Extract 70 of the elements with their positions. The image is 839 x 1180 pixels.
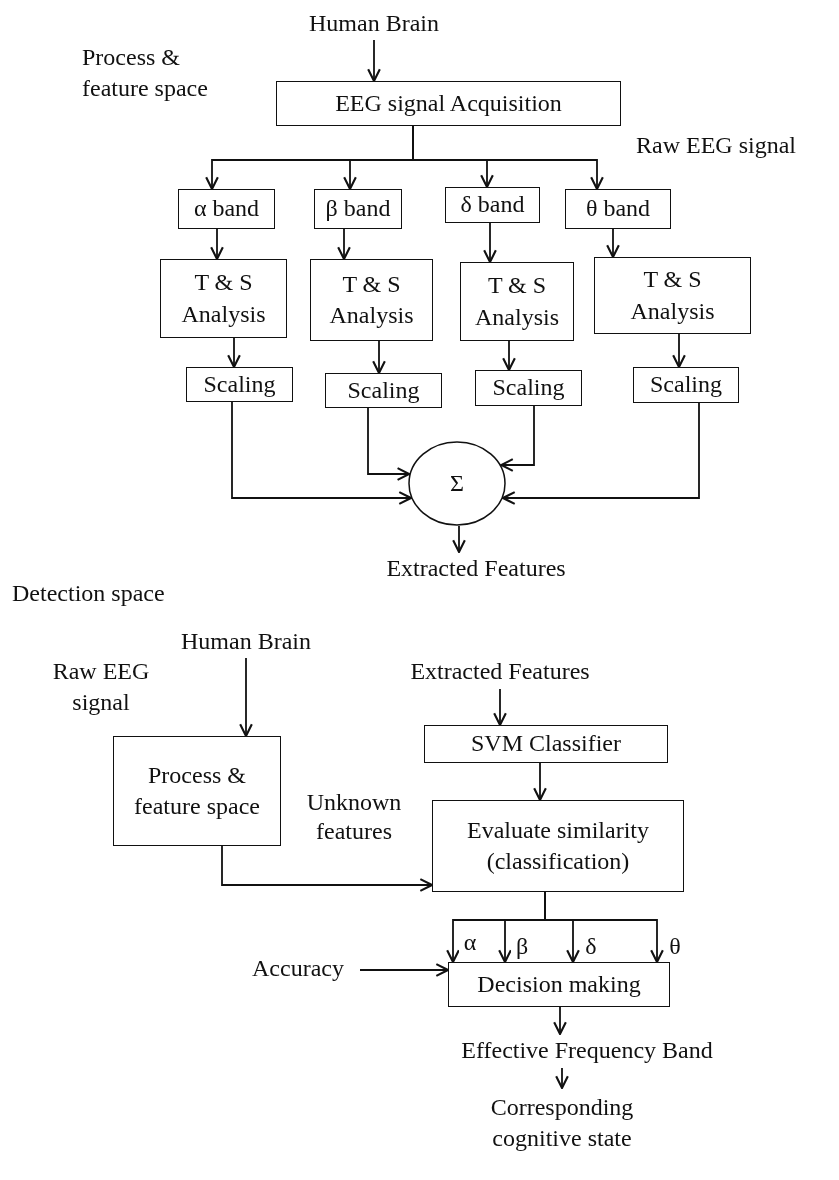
box-label: T & S Analysis — [629, 265, 716, 326]
arrow — [672, 333, 686, 369]
arrow — [502, 340, 516, 372]
process-box — [178, 189, 275, 229]
box-label: Scaling — [650, 370, 722, 400]
box-label: β band — [325, 194, 391, 224]
process-box — [475, 370, 582, 406]
process-box — [310, 259, 433, 341]
process-box — [594, 257, 751, 334]
annotation-text: Process & feature space — [82, 43, 209, 104]
arrow — [533, 762, 547, 802]
box-label: Process & feature space — [133, 760, 261, 821]
arrow — [412, 125, 604, 191]
arrow — [544, 891, 664, 964]
node-text: Corresponding cognitive state — [480, 1088, 644, 1158]
box-label: α band — [193, 194, 260, 224]
arrow — [502, 402, 700, 505]
node-text: Human Brain — [160, 626, 332, 658]
arrow — [452, 525, 466, 554]
annotation-text: Detection space — [12, 579, 166, 608]
box-label: T & S Analysis — [180, 268, 267, 329]
arrow — [367, 407, 411, 481]
box-label: Scaling — [492, 373, 565, 403]
process-box — [113, 736, 281, 846]
box-label: θ band — [585, 194, 651, 224]
box-label: Evaluate similarity (classification) — [466, 815, 650, 876]
arrow — [359, 963, 450, 977]
annotation-text: Raw EEG signal — [636, 131, 797, 160]
arrow — [483, 222, 497, 264]
node-text: Effective Frequency Band — [450, 1034, 724, 1068]
process-box — [633, 367, 739, 403]
process-box — [325, 373, 442, 408]
arrow — [210, 228, 224, 261]
arrow — [227, 337, 241, 369]
process-box — [445, 187, 540, 223]
sum-symbol: Σ — [450, 468, 464, 498]
arrow — [337, 228, 351, 261]
arrow — [367, 39, 381, 83]
process-box — [276, 81, 621, 126]
arrow — [606, 228, 620, 259]
box-label: Scaling — [203, 369, 276, 399]
process-box — [432, 800, 684, 892]
arrow — [555, 1067, 569, 1090]
arrow — [500, 405, 535, 472]
annotation-text: Raw EEG signal — [51, 657, 151, 718]
process-box — [565, 189, 671, 229]
box-label: δ band — [460, 190, 525, 220]
arrow — [221, 845, 434, 892]
box-label: EEG signal Acquisition — [335, 88, 562, 118]
box-label: T & S Analysis — [474, 271, 560, 332]
node-text: Accuracy — [236, 952, 360, 986]
node-text: Extracted Features — [382, 655, 618, 689]
process-box — [424, 725, 668, 763]
process-box — [160, 259, 287, 338]
summation-circle — [408, 441, 506, 526]
box-label: SVM Classifier — [471, 729, 621, 759]
box-label: T & S Analysis — [328, 269, 415, 330]
process-box — [460, 262, 574, 341]
node-text: Human Brain — [290, 8, 458, 40]
box-label: Decision making — [477, 969, 641, 999]
process-box — [314, 189, 402, 229]
box-label: Scaling — [347, 375, 420, 405]
node-text: Extracted Features — [357, 552, 595, 586]
arrow — [553, 1006, 567, 1036]
arrow — [239, 657, 253, 738]
process-box — [186, 367, 293, 402]
arrow — [372, 340, 386, 375]
process-box — [448, 962, 670, 1007]
arrow — [493, 688, 507, 727]
arrow — [231, 401, 412, 505]
